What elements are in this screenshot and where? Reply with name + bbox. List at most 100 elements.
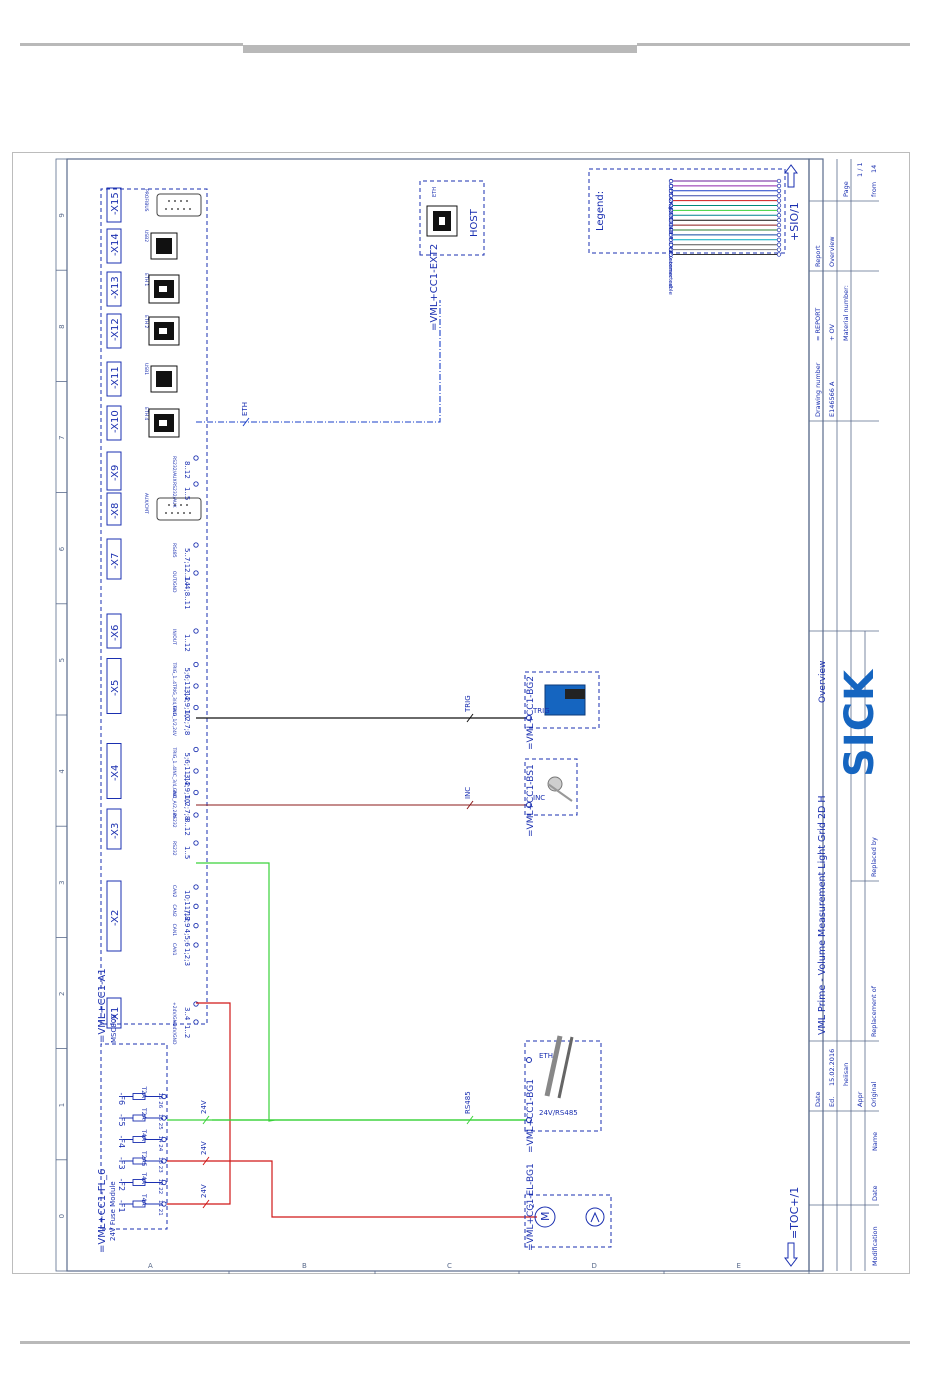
connector-label: -X5 <box>110 680 121 696</box>
pin-terminal[interactable] <box>193 1019 199 1025</box>
controller-label: =VML+CC1-A1 <box>97 968 108 1043</box>
wire-label-inc: INC <box>464 787 472 799</box>
fuse-label: -F4 <box>117 1136 126 1149</box>
fuse-label: -F2 <box>117 1179 126 1192</box>
fuse-terminal[interactable] <box>161 1179 167 1186</box>
bg2-label: =VML+CC1-BG2 <box>526 676 536 750</box>
pin-number: 1..5 <box>183 846 191 859</box>
pin-terminal[interactable] <box>193 570 199 576</box>
device-bg2-photo-sensor: TRIG =VML+CC1-BG2 <box>524 671 600 750</box>
tb-name-header: Name <box>871 1132 879 1151</box>
connector-label: -X12 <box>110 318 121 341</box>
pin-terminal[interactable] <box>193 704 199 711</box>
legend-items: CANCAN OnlyETHGBIT24VRS232RS485PSITRIGIN… <box>667 178 782 296</box>
column-label: 1 <box>58 1103 66 1107</box>
rj45-port-latch <box>159 286 167 292</box>
column-label: 8 <box>58 324 66 328</box>
pin-signal: RS232/AUX <box>171 482 177 508</box>
connector-label: -X10 <box>110 410 121 433</box>
pin-terminal[interactable] <box>193 481 199 487</box>
nav-prev-label[interactable]: =TOC+/1 <box>788 1187 801 1239</box>
device-bg1-light-grid: 24V/RS485 ETH =VML+CC1-BG1 <box>524 1035 602 1153</box>
drawing-border-strip <box>808 158 824 1272</box>
fuse-pins: 14 24 <box>157 1136 163 1152</box>
tb-title: VML Prime - Volume Measurement Light Gri… <box>817 796 828 1035</box>
pin-terminal[interactable] <box>193 542 199 548</box>
db9-pin-dot <box>165 208 167 210</box>
fuse-symbol <box>132 1093 146 1100</box>
pin-terminal[interactable] <box>193 923 199 929</box>
fuse-terminal[interactable] <box>161 1093 167 1100</box>
pin-terminal[interactable] <box>193 683 199 689</box>
pin-signal: TRIG_3/4,GND <box>171 683 177 716</box>
usb-port-socket <box>156 371 172 387</box>
pin-terminal[interactable] <box>193 903 199 909</box>
tb-subtitle: Overview <box>818 661 828 703</box>
fuse-terminal[interactable] <box>161 1136 167 1143</box>
pin-terminal[interactable] <box>193 884 199 890</box>
fuse-label: -F1 <box>117 1200 126 1213</box>
connector-x12[interactable]: -X12 ETH 2 <box>106 313 180 349</box>
usb-port-socket <box>156 238 172 254</box>
pin-signal: CAN2 <box>171 885 177 898</box>
motor-label: =VML+CC1-EL-BG1 <box>526 1163 536 1251</box>
pin-terminal[interactable] <box>193 746 199 753</box>
nav-prev-arrow[interactable]: =TOC+/1 <box>784 1187 801 1267</box>
wire-24v-a <box>167 1002 231 1205</box>
nav-next-arrow[interactable]: +SIO/1 <box>784 164 801 241</box>
pin-terminal[interactable] <box>193 628 199 634</box>
fuse-terminal[interactable] <box>161 1201 167 1207</box>
tb-rev-code: + OV <box>828 323 836 341</box>
port-label: AUX/CMT <box>143 493 149 514</box>
legend-item-label: RS485 <box>667 208 673 226</box>
fuse-symbol <box>132 1136 146 1143</box>
tb-ed-label: Ed. <box>828 1097 836 1107</box>
wire-label-trig: TRIG <box>464 695 472 713</box>
fuse-terminal[interactable] <box>161 1158 167 1164</box>
legend-item-label: PSI <box>667 213 673 222</box>
fuse-label: -F5 <box>117 1114 126 1127</box>
pin-terminal[interactable] <box>193 812 199 818</box>
pin-terminal[interactable] <box>193 661 199 668</box>
pin-number: 1;2;7;8 <box>183 796 191 821</box>
fuse-module-box <box>100 1043 168 1230</box>
fuse-rating: T4A <box>140 1129 147 1142</box>
fuse-terminal[interactable] <box>161 1115 167 1121</box>
fuse-pins: 12 22 <box>157 1179 163 1195</box>
connector-label: -X1 <box>110 1007 121 1023</box>
legend-item: INC <box>667 222 782 233</box>
port-label: ETH 2 <box>143 315 149 328</box>
fuse-label: -F6 <box>117 1093 126 1106</box>
connector-x4[interactable]: -X41;2;7;8INC_A/2,24V3;4;9;10INC_3/4,GND… <box>106 743 199 821</box>
fuse-rating: T2A <box>140 1086 147 1099</box>
legend-item-label: RB <box>667 228 673 236</box>
pin-terminal[interactable] <box>193 768 199 774</box>
pin-terminal[interactable] <box>193 840 199 846</box>
connector-label: -X7 <box>110 553 121 569</box>
nav-next-label[interactable]: +SIO/1 <box>788 202 801 241</box>
fuse-symbol <box>132 1157 146 1165</box>
connector-label: -X2 <box>110 910 121 926</box>
legend-item: ETH <box>667 188 782 200</box>
pin-terminal[interactable] <box>193 789 199 796</box>
pin-terminal[interactable] <box>193 942 199 948</box>
pin-terminal[interactable] <box>193 455 199 461</box>
pin-signal: TRIG_1/2,24V <box>171 705 177 737</box>
connector-x5[interactable]: -X51;2;7;8TRIG_1/2,24V3;4;9;10TRIG_3/4,G… <box>106 658 199 737</box>
row-label: C <box>447 1262 452 1270</box>
column-label: 6 <box>58 546 66 551</box>
pin-signal: OUT/GND <box>171 571 177 593</box>
